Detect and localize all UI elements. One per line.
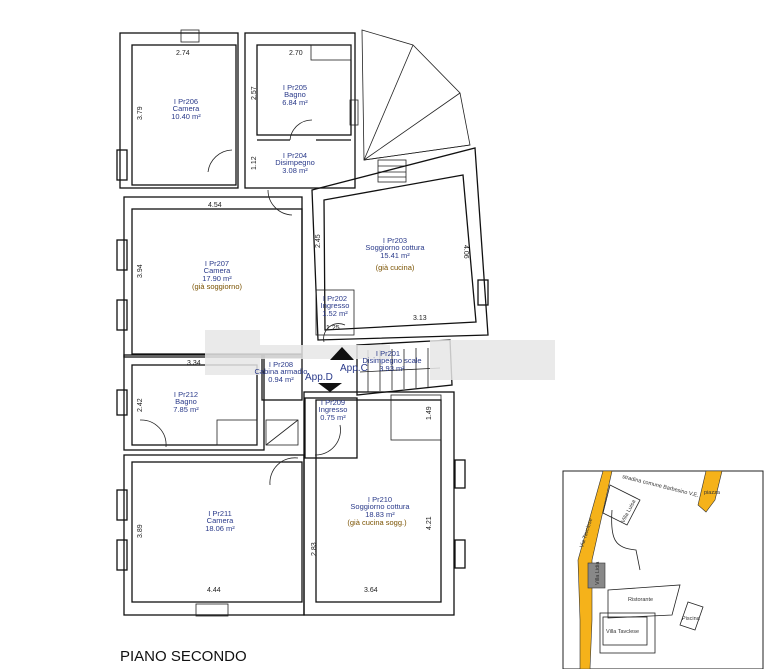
svg-text:I Pr204: I Pr204 <box>283 151 307 160</box>
svg-text:I Pr205: I Pr205 <box>283 83 307 92</box>
location-map: Via Tavclese stradina comune Barbesino V… <box>562 470 764 669</box>
svg-text:4.06: 4.06 <box>462 245 469 259</box>
svg-text:Ingresso: Ingresso <box>319 405 348 414</box>
svg-text:15.41 m²: 15.41 m² <box>380 251 410 260</box>
svg-text:10.40 m²: 10.40 m² <box>171 112 201 121</box>
floor-title: PIANO SECONDO <box>120 648 247 665</box>
svg-text:1.49: 1.49 <box>426 406 433 420</box>
svg-text:7.85 m²: 7.85 m² <box>173 405 199 414</box>
svg-text:18.06 m²: 18.06 m² <box>205 524 235 533</box>
svg-text:Disimpegno: Disimpegno <box>275 158 315 167</box>
svg-text:3.08 m²: 3.08 m² <box>282 166 308 175</box>
apartment-marker: App.D App.C <box>305 347 368 392</box>
svg-text:2.42: 2.42 <box>137 398 144 412</box>
app-d-label: App.D <box>305 372 333 383</box>
room-pr212: I Pr212 Bagno 7.85 m² <box>173 390 199 414</box>
svg-text:2.45: 2.45 <box>315 234 322 248</box>
svg-text:Villa Tavclese: Villa Tavclese <box>606 629 639 635</box>
svg-text:I Pr203: I Pr203 <box>383 236 407 245</box>
svg-text:Camera: Camera <box>204 266 232 275</box>
svg-text:0.75 m²: 0.75 m² <box>320 413 346 422</box>
svg-text:1.25: 1.25 <box>326 325 340 332</box>
svg-text:4.44: 4.44 <box>207 587 221 594</box>
svg-text:(già cucina sogg.): (già cucina sogg.) <box>347 518 407 527</box>
room-pr201: I Pr201 Disimpegno scale 3.93 m² <box>362 349 421 373</box>
piazza-area <box>697 470 723 513</box>
svg-text:(già soggiorno): (già soggiorno) <box>192 282 243 291</box>
svg-text:Soggiorno cottura: Soggiorno cottura <box>350 502 410 511</box>
svg-text:Ingresso: Ingresso <box>321 301 350 310</box>
svg-text:1.52 m²: 1.52 m² <box>322 309 348 318</box>
svg-text:piazza: piazza <box>704 490 721 496</box>
door-swings <box>139 119 346 486</box>
svg-text:2.57: 2.57 <box>251 86 258 100</box>
svg-text:3.94: 3.94 <box>137 264 144 278</box>
svg-text:1.12: 1.12 <box>251 156 258 170</box>
svg-text:I Pr206: I Pr206 <box>174 97 198 106</box>
svg-text:I Pr212: I Pr212 <box>174 390 198 399</box>
windows <box>116 149 489 571</box>
room-pr207: I Pr207 Camera 17.90 m² (già soggiorno) <box>192 259 243 291</box>
svg-text:I Pr211: I Pr211 <box>208 509 232 518</box>
svg-text:6.84 m²: 6.84 m² <box>282 98 308 107</box>
redactions <box>205 330 555 380</box>
svg-text:Disimpegno scale: Disimpegno scale <box>362 356 421 365</box>
svg-text:2.70: 2.70 <box>289 50 303 57</box>
svg-text:4.21: 4.21 <box>426 516 433 530</box>
dimension-labels: 2.74 2.70 3.79 2.57 1.12 4.54 3.94 2.45 … <box>137 50 469 594</box>
room-pr202: I Pr202 Ingresso 1.52 m² <box>321 294 350 318</box>
svg-text:I Pr210: I Pr210 <box>368 495 392 504</box>
svg-text:0.94 m²: 0.94 m² <box>268 375 294 384</box>
room-pr204: I Pr204 Disimpegno 3.08 m² <box>275 151 315 175</box>
room-pr206: I Pr206 Camera 10.40 m² <box>171 97 201 121</box>
svg-text:I Pr209: I Pr209 <box>321 398 345 407</box>
svg-text:2.83: 2.83 <box>311 542 318 556</box>
external-stair <box>361 29 471 183</box>
svg-text:I Pr202: I Pr202 <box>323 294 347 303</box>
room-pr203: I Pr203 Soggiorno cottura 15.41 m² (già … <box>365 236 425 272</box>
svg-text:18.83 m²: 18.83 m² <box>365 510 395 519</box>
room-pr210: I Pr210 Soggiorno cottura 18.83 m² (già … <box>347 495 410 527</box>
room-pr209: I Pr209 Ingresso 0.75 m² <box>319 398 348 422</box>
room-pr205: I Pr205 Bagno 6.84 m² <box>282 83 308 107</box>
svg-text:17.90 m²: 17.90 m² <box>202 274 232 283</box>
svg-text:Camera: Camera <box>207 516 235 525</box>
svg-text:3.93 m²: 3.93 m² <box>379 364 405 373</box>
svg-text:3.89: 3.89 <box>137 524 144 538</box>
svg-text:Villa Lidia: Villa Lidia <box>595 561 601 585</box>
svg-text:Camera: Camera <box>173 104 201 113</box>
svg-text:2.74: 2.74 <box>176 50 190 57</box>
svg-text:3.13: 3.13 <box>413 315 427 322</box>
room-pr211: I Pr211 Camera 18.06 m² <box>205 509 235 533</box>
svg-text:I Pr208: I Pr208 <box>269 360 293 369</box>
svg-text:Piscina: Piscina <box>682 616 701 622</box>
app-c-label: App.C <box>340 363 368 374</box>
svg-text:3.79: 3.79 <box>137 106 144 120</box>
svg-text:3.64: 3.64 <box>364 587 378 594</box>
svg-text:I Pr201: I Pr201 <box>376 349 400 358</box>
svg-text:3.34: 3.34 <box>187 360 201 367</box>
svg-text:Bagno: Bagno <box>175 397 197 406</box>
svg-text:Ristorante: Ristorante <box>628 597 653 603</box>
svg-text:Cabina armadio: Cabina armadio <box>255 367 308 376</box>
svg-text:I Pr207: I Pr207 <box>205 259 229 268</box>
svg-text:4.54: 4.54 <box>208 202 222 209</box>
villa-lidia-building <box>587 562 606 589</box>
svg-text:Soggiorno cottura: Soggiorno cottura <box>365 243 425 252</box>
room-pr208: I Pr208 Cabina armadio 0.94 m² <box>255 360 308 384</box>
road-via-tavclese <box>577 470 613 669</box>
svg-text:(già cucina): (già cucina) <box>376 263 415 272</box>
svg-text:Bagno: Bagno <box>284 90 306 99</box>
